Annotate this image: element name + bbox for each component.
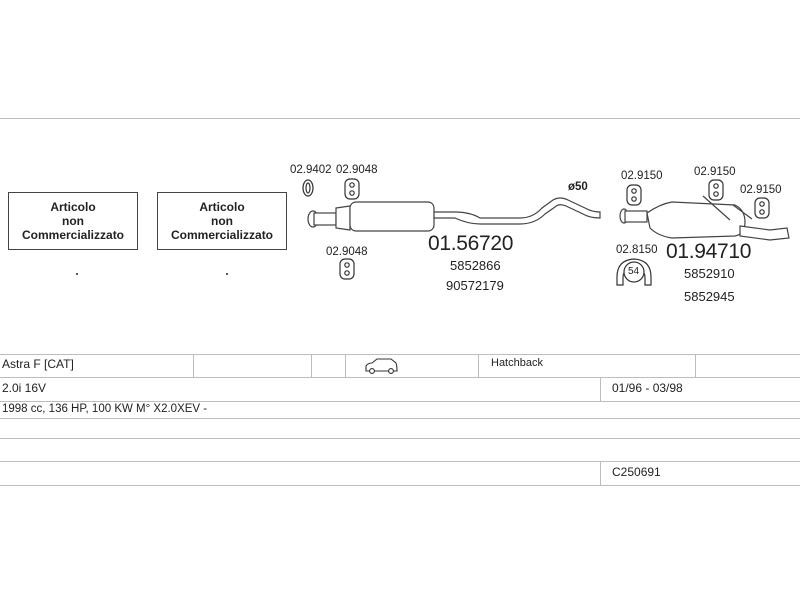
front-exhaust-section[interactable] bbox=[307, 197, 601, 232]
connecting-pipe bbox=[433, 197, 601, 225]
middle-silencer bbox=[349, 201, 435, 232]
front-inlet-pipe bbox=[313, 212, 337, 226]
row-divider bbox=[0, 438, 800, 439]
vehicle-specification: 1998 cc, 136 HP, 100 KW M° X2.0XEV - bbox=[2, 403, 208, 415]
column-divider bbox=[695, 354, 696, 377]
marker-dot bbox=[226, 273, 228, 275]
rear-silencer bbox=[646, 201, 746, 239]
rear-exhaust-section[interactable] bbox=[619, 195, 790, 241]
column-divider bbox=[193, 354, 194, 377]
column-divider bbox=[345, 354, 346, 377]
front-oem-reference: 5852866 bbox=[450, 258, 501, 273]
vehicle-engine: 2.0i 16V bbox=[2, 381, 47, 395]
rear-oem-reference: 5852910 bbox=[684, 266, 735, 281]
clamp-size-label: 54 bbox=[628, 266, 640, 277]
tail-pipe bbox=[739, 225, 790, 241]
column-divider bbox=[478, 354, 479, 377]
pipe-diameter-label: ø50 bbox=[568, 181, 588, 193]
catalog-code: C250691 bbox=[612, 465, 661, 479]
front-cone bbox=[335, 205, 351, 231]
top-divider bbox=[0, 118, 800, 119]
hanger-part-code[interactable]: 02.9048 bbox=[326, 246, 368, 258]
rear-hanger-part-code[interactable]: 02.9150 bbox=[621, 170, 663, 182]
rubber-hanger-icon[interactable] bbox=[339, 258, 355, 280]
hanger-rod bbox=[702, 195, 731, 221]
gasket-ring-inner-icon bbox=[305, 182, 311, 194]
table-border-bottom bbox=[0, 485, 800, 486]
row-divider bbox=[0, 377, 800, 378]
rear-oem-reference: 5852945 bbox=[684, 289, 735, 304]
hanger-part-code[interactable]: 02.9048 bbox=[336, 164, 378, 176]
rubber-hanger-icon[interactable] bbox=[754, 197, 770, 219]
front-silencer-part-code[interactable]: 01.56720 bbox=[428, 232, 514, 255]
rear-hanger-part-code[interactable]: 02.9150 bbox=[694, 166, 736, 178]
row-divider bbox=[0, 401, 800, 402]
rubber-hanger-icon[interactable] bbox=[344, 178, 360, 200]
pipe-clamp-icon[interactable] bbox=[616, 258, 652, 286]
car-icon bbox=[365, 358, 398, 374]
table-border-top bbox=[0, 354, 800, 355]
column-divider bbox=[311, 354, 312, 377]
column-divider bbox=[600, 461, 601, 485]
rear-silencer-part-code[interactable]: 01.94710 bbox=[666, 240, 752, 263]
rubber-hanger-icon[interactable] bbox=[626, 184, 642, 206]
vehicle-production-years: 01/96 - 03/98 bbox=[612, 381, 683, 395]
marker-dot bbox=[76, 273, 78, 275]
hanger-rod bbox=[732, 204, 753, 220]
rear-hanger-part-code[interactable]: 02.9150 bbox=[740, 184, 782, 196]
gasket-part-code[interactable]: 02.9402 bbox=[290, 164, 332, 176]
vehicle-model: Astra F [CAT] bbox=[2, 357, 74, 371]
clamp-part-code[interactable]: 02.8150 bbox=[616, 244, 658, 256]
column-divider bbox=[600, 377, 601, 401]
row-divider bbox=[0, 418, 800, 419]
rear-inlet-pipe bbox=[624, 210, 648, 223]
vehicle-body-type: Hatchback bbox=[491, 357, 543, 369]
row-divider bbox=[0, 461, 800, 462]
rubber-hanger-icon[interactable] bbox=[708, 179, 724, 201]
front-oem-reference: 90572179 bbox=[446, 278, 504, 293]
